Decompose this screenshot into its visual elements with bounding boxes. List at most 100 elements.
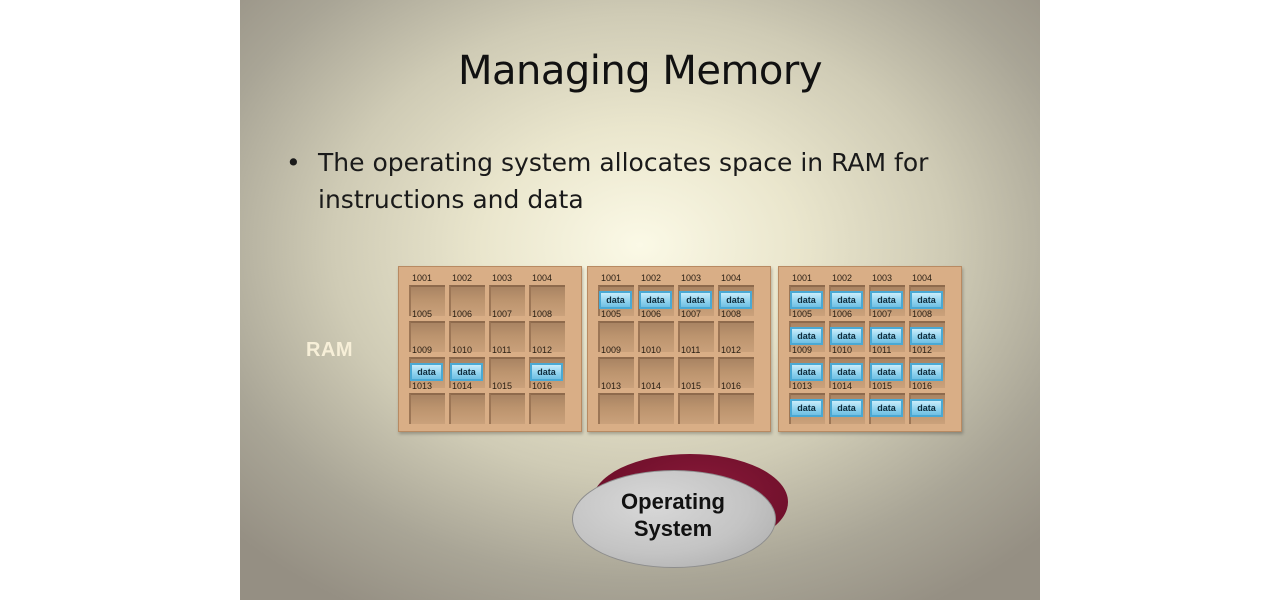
memory-slot	[449, 321, 485, 352]
memory-address-label: 1003	[492, 273, 513, 283]
memory-slot	[678, 393, 714, 424]
memory-address-label: 1005	[412, 309, 433, 319]
data-block: data	[830, 363, 863, 381]
memory-address-label: 1009	[412, 345, 433, 355]
memory-address-label: 1011	[872, 345, 892, 355]
bullet-dot: •	[286, 148, 301, 177]
memory-address-label: 1009	[601, 345, 622, 355]
memory-address-label: 1006	[832, 309, 853, 319]
memory-address-label: 1008	[532, 309, 553, 319]
data-block: data	[870, 327, 903, 345]
memory-address-label: 1004	[912, 273, 933, 283]
memory-address-label: 1007	[492, 309, 513, 319]
memory-slot	[409, 393, 445, 424]
data-block: data	[870, 363, 903, 381]
operating-system-ellipse	[572, 470, 776, 568]
memory-slot	[598, 393, 634, 424]
slide: Managing Memory • The operating system a…	[240, 0, 1040, 600]
data-block: data	[639, 291, 672, 309]
data-block: data	[910, 327, 943, 345]
data-block: data	[530, 363, 563, 381]
data-block: data	[790, 291, 823, 309]
memory-slot	[718, 393, 754, 424]
memory-address-label: 1010	[832, 345, 853, 355]
memory-address-label: 1013	[792, 381, 813, 391]
memory-address-label: 1001	[792, 273, 813, 283]
memory-address-label: 1005	[601, 309, 622, 319]
memory-address-label: 1006	[452, 309, 473, 319]
memory-address-label: 1003	[872, 273, 893, 283]
memory-address-label: 1011	[492, 345, 512, 355]
memory-address-label: 1006	[641, 309, 662, 319]
memory-slot	[678, 321, 714, 352]
ram-label: RAM	[306, 339, 354, 361]
data-block: data	[410, 363, 443, 381]
operating-system-label: Operating System	[572, 488, 774, 542]
memory-slot	[598, 321, 634, 352]
data-block: data	[450, 363, 483, 381]
data-block: data	[870, 399, 903, 417]
memory-slot	[678, 357, 714, 388]
memory-slot	[718, 357, 754, 388]
data-block: data	[830, 327, 863, 345]
memory-address-label: 1014	[641, 381, 662, 391]
memory-address-label: 1015	[492, 381, 513, 391]
memory-slot	[489, 321, 525, 352]
slide-title: Managing Memory	[457, 48, 823, 94]
memory-address-label: 1012	[912, 345, 933, 355]
memory-slot	[489, 285, 525, 316]
memory-address-label: 1002	[832, 273, 853, 283]
memory-address-label: 1013	[601, 381, 622, 391]
data-block: data	[790, 399, 823, 417]
memory-slot	[409, 321, 445, 352]
memory-address-label: 1007	[681, 309, 702, 319]
memory-address-label: 1004	[721, 273, 742, 283]
data-block: data	[719, 291, 752, 309]
data-block: data	[870, 291, 903, 309]
memory-address-label: 1012	[721, 345, 742, 355]
memory-slot	[598, 357, 634, 388]
memory-slot	[529, 285, 565, 316]
memory-address-label: 1013	[412, 381, 433, 391]
memory-address-label: 1012	[532, 345, 553, 355]
memory-slot	[409, 285, 445, 316]
memory-slot	[638, 357, 674, 388]
data-block: data	[679, 291, 712, 309]
os-label-line-1: Operating	[621, 489, 725, 514]
memory-slot	[718, 321, 754, 352]
os-label-line-2: System	[633, 516, 713, 541]
memory-address-label: 1011	[681, 345, 701, 355]
memory-address-label: 1010	[452, 345, 473, 355]
memory-address-label: 1010	[641, 345, 662, 355]
memory-address-label: 1015	[681, 381, 702, 391]
memory-address-label: 1014	[832, 381, 853, 391]
memory-address-label: 1009	[792, 345, 813, 355]
memory-address-label: 1008	[912, 309, 933, 319]
memory-slot	[449, 285, 485, 316]
memory-slot	[638, 321, 674, 352]
memory-slot	[529, 393, 565, 424]
memory-address-label: 1016	[721, 381, 742, 391]
data-block: data	[790, 327, 823, 345]
memory-address-label: 1005	[792, 309, 813, 319]
data-block: data	[830, 399, 863, 417]
data-block: data	[910, 399, 943, 417]
data-block: data	[790, 363, 823, 381]
memory-address-label: 1001	[412, 273, 433, 283]
memory-address-label: 1001	[601, 273, 622, 283]
data-block: data	[910, 291, 943, 309]
memory-address-label: 1002	[641, 273, 662, 283]
data-block: data	[910, 363, 943, 381]
memory-address-label: 1003	[681, 273, 702, 283]
memory-address-label: 1016	[532, 381, 553, 391]
data-block: data	[599, 291, 632, 309]
memory-address-label: 1002	[452, 273, 473, 283]
data-block: data	[830, 291, 863, 309]
memory-slot	[489, 393, 525, 424]
memory-slot	[638, 393, 674, 424]
memory-address-label: 1007	[872, 309, 893, 319]
memory-slot	[449, 393, 485, 424]
